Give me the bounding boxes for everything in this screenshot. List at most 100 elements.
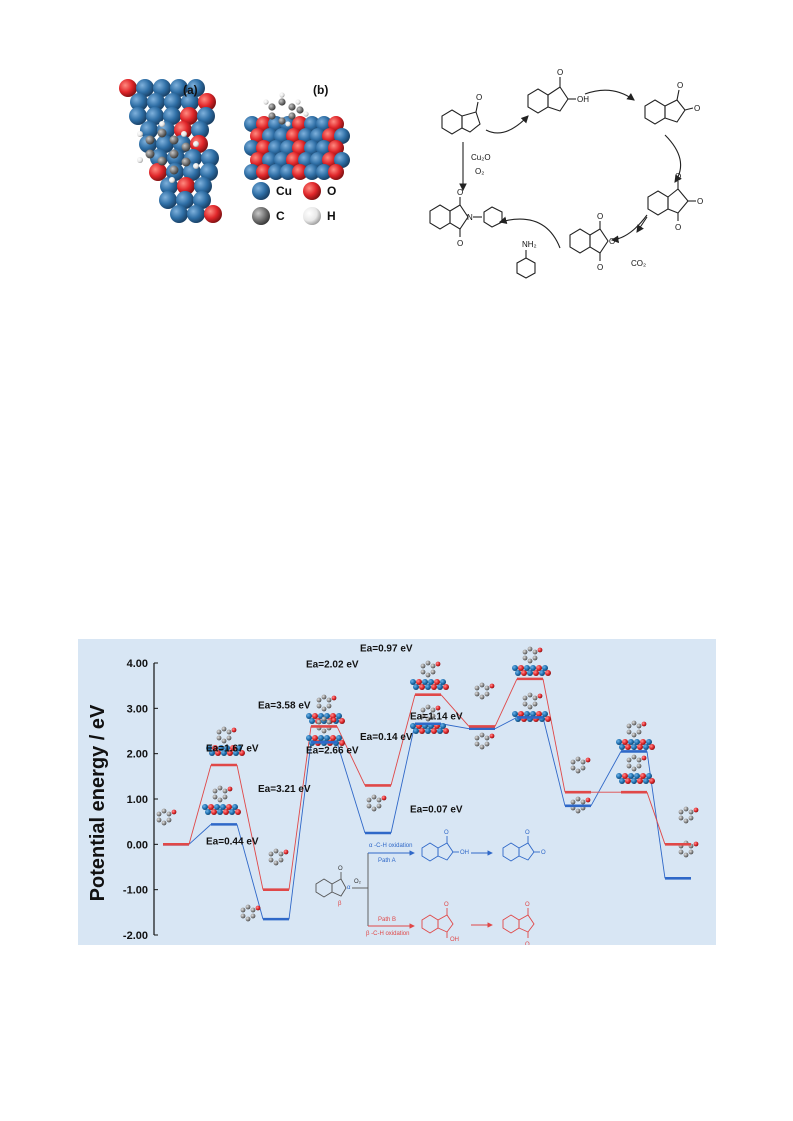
carbon-atom (169, 165, 179, 175)
copper-atom (298, 128, 314, 144)
carbon-atom (420, 663, 426, 669)
inset-oxidant-label: O₂ (354, 879, 362, 885)
carbon-atom (532, 655, 538, 661)
activation-energy-label: Ea=0.44 eV (206, 836, 259, 847)
y-tick-label: 4.00 (127, 658, 148, 670)
oxygen-atom (231, 727, 237, 733)
path-b-connector (336, 726, 366, 786)
carbonyl-label: O (457, 239, 463, 248)
carbon-atom (166, 817, 172, 823)
carbon-atom (631, 732, 637, 738)
oxygen-atom (693, 841, 699, 847)
reaction-cycle: O O OH O O O O O (429, 68, 703, 279)
carbon-atom (268, 112, 276, 120)
copper-atom (262, 128, 278, 144)
copper-atom (304, 164, 320, 180)
oxygen-atom (239, 750, 245, 756)
carbon-atom (484, 685, 490, 691)
copper-atom (140, 121, 158, 139)
inset-carbonyl: O (444, 830, 449, 836)
copper-atom (524, 665, 530, 671)
copper-atom (233, 750, 239, 756)
carbon-atom (425, 704, 431, 710)
catalyst-label: Cu₂O (471, 153, 491, 162)
copper-atom (262, 152, 278, 168)
adsorbate-structure (156, 808, 177, 826)
carbon-atom (430, 669, 436, 675)
oxygen-atom (489, 683, 495, 689)
copper-atom (187, 79, 205, 97)
path-a-label: Path A (378, 858, 396, 864)
oxygen-atom (171, 809, 177, 815)
carbon-atom (683, 818, 689, 824)
panel-label-b: (b) (313, 83, 328, 97)
oxygen-atom (328, 140, 344, 156)
copper-atom (218, 745, 224, 751)
carbon-atom (212, 788, 218, 794)
activation-energy-label: Ea=3.58 eV (258, 700, 311, 711)
oxygen-atom (693, 807, 699, 813)
inset-dione-beta: O O (502, 902, 535, 945)
copper-atom (136, 79, 154, 97)
oxygen-atom (585, 797, 591, 803)
oxygen-atom (537, 693, 543, 699)
copper-atom (316, 116, 332, 132)
copper-atom (646, 773, 652, 779)
path-b-connector (390, 694, 416, 786)
adsorbate-structure (678, 806, 699, 824)
carbon-atom (278, 98, 286, 106)
oxygen-atom (537, 647, 543, 653)
y-tick-label: 0.00 (127, 839, 148, 851)
oxygen-atom (331, 695, 337, 701)
carbonyl-label: O (457, 188, 463, 197)
oxygen-atom (431, 684, 437, 690)
mechanism-inset: O α β O₂ α -C-H oxidation Path A Path B … (315, 830, 546, 945)
path-b-connector (542, 678, 566, 793)
oxygen-atom (331, 717, 337, 723)
adsorbate-structure (202, 785, 241, 815)
inset-hydroxyl-beta: OH (450, 937, 459, 943)
adsorbate-structure (268, 848, 289, 866)
carbon-atom (250, 907, 256, 913)
carbon-atom (636, 757, 642, 763)
arrow-co2 (636, 216, 648, 233)
carbon-atom (156, 811, 162, 817)
hydrogen-atom (279, 92, 285, 98)
inset-hydroxy-beta: O OH (421, 902, 459, 943)
carbonyl-label: O (697, 197, 703, 206)
amine-label: NH₂ (522, 240, 537, 249)
path-a-connector (590, 751, 622, 807)
copper-atom (628, 773, 634, 779)
copper-atom (244, 116, 260, 132)
inset-hydroxy-alpha: O OH (421, 830, 469, 862)
carbon-atom (161, 808, 167, 814)
legend-h-swatch (303, 207, 321, 225)
inset-dione-alpha: O O (502, 830, 546, 862)
arrow-step-2 (584, 89, 635, 101)
legend-cu-label: Cu (276, 184, 292, 198)
copper-atom (164, 93, 182, 111)
copper-atom (530, 665, 536, 671)
activation-energy-label: Ea=1.67 eV (206, 743, 259, 754)
oxygen-atom (212, 745, 218, 751)
path-a-connector (494, 716, 518, 730)
y-tick-label: 1.00 (127, 794, 148, 806)
carbonyl-label: O (675, 223, 681, 232)
copper-atom (542, 711, 548, 717)
carbon-atom (316, 719, 322, 725)
phenylphthalimide-structure: O N O (429, 188, 503, 248)
copper-atom (634, 739, 640, 745)
arrow-step-1 (485, 115, 529, 134)
carbonyl-label: O (597, 263, 603, 272)
copper-atom (306, 735, 312, 741)
activation-energy-label: Ea=3.21 eV (258, 784, 311, 795)
copper-atom (147, 93, 165, 111)
carbon-atom (221, 726, 227, 732)
copper-atom (304, 140, 320, 156)
adsorbate-structure (366, 794, 387, 812)
copper-atom (280, 140, 296, 156)
copper-atom (217, 809, 223, 815)
oxygen-atom (215, 750, 221, 756)
carbon-atom (371, 806, 377, 812)
oxygen-atom (286, 128, 302, 144)
